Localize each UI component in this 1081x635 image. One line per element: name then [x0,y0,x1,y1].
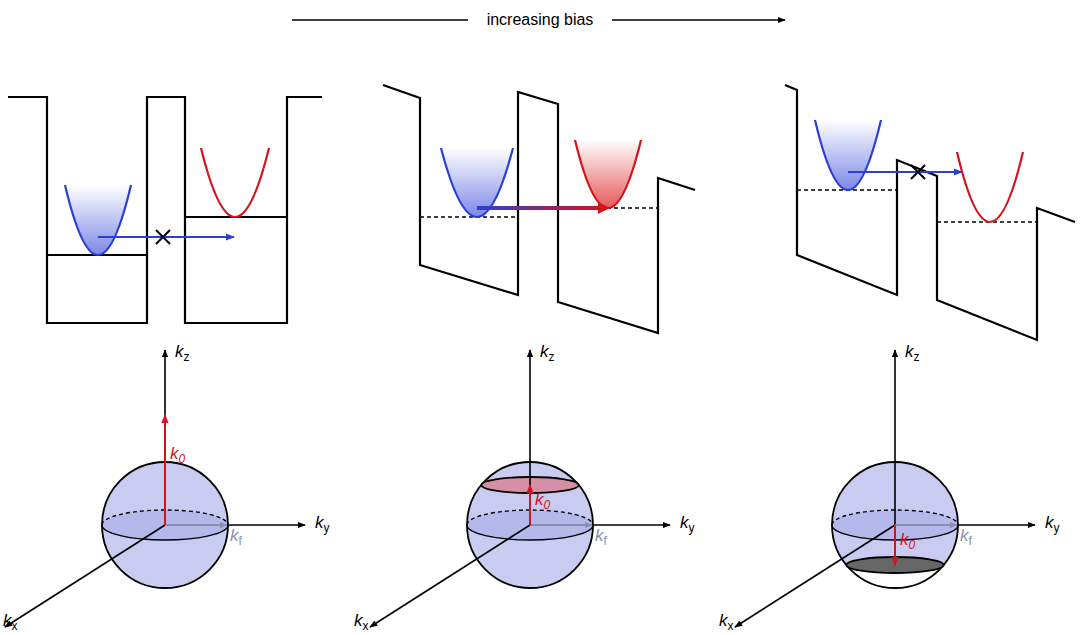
fermi-sphere [735,350,1035,627]
axis-label: kz [540,343,555,363]
axis-label: ky [680,514,695,534]
axis-label: kx [354,612,369,632]
fermi-wavevector-label: kf [960,527,972,547]
wavevector-label: k0 [900,531,915,551]
wavevector-label: k0 [535,491,550,511]
fermi-wavevector-label: kf [230,527,242,547]
fermi-sphere [5,350,305,627]
axis-label: kz [175,343,190,363]
band-diagram [8,97,322,323]
axis-label: ky [1045,514,1060,534]
fermi-sphere [370,350,670,627]
band-diagram [785,85,1075,340]
axis-label: ky [315,514,330,534]
wavevector-label: k0 [170,445,185,465]
axis-label: kx [719,612,734,632]
axis-label: kx [3,612,18,632]
fermi-wavevector-label: kf [595,527,607,547]
axis-label: kz [905,343,920,363]
bias-label: increasing bias [483,12,598,28]
band-diagram [383,85,695,333]
